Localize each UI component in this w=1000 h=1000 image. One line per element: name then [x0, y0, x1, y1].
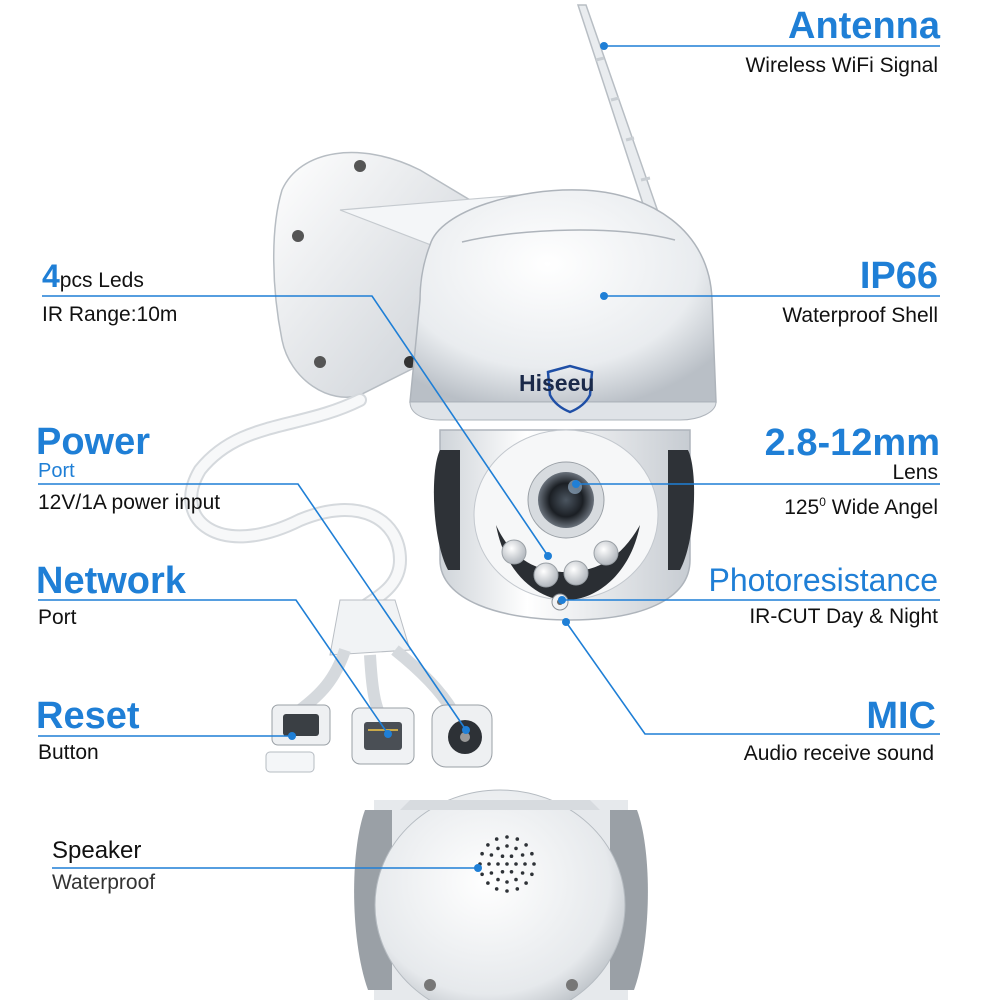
speaker-hole: [530, 851, 534, 856]
speaker-hole: [505, 844, 509, 848]
speaker-hole: [509, 870, 514, 874]
photoresistance-subtitle: IR-CUT Day & Night: [749, 605, 938, 628]
ir-leds: [501, 539, 619, 588]
speaker-hole: [500, 854, 505, 858]
reset-button-connector: [265, 704, 331, 773]
speaker-hole: [480, 872, 484, 877]
speaker-hole: [489, 871, 494, 875]
speaker-hole: [486, 843, 490, 847]
speaker-hole: [515, 887, 520, 891]
brand-name: Hiseeu: [519, 370, 595, 396]
power-port-connector: [431, 704, 493, 768]
antenna-title: Antenna: [788, 5, 940, 47]
speaker-hole: [505, 880, 509, 884]
callout-dots: [288, 42, 608, 872]
lens-icon: [527, 461, 605, 539]
photoresistance-title: Photoresistance: [708, 562, 938, 598]
mic-subtitle: Audio receive sound: [743, 742, 934, 765]
power-port-label: Port: [38, 460, 75, 482]
speaker-hole: [480, 851, 484, 856]
leds-callout: [42, 295, 549, 557]
speaker-hole: [509, 854, 514, 858]
speaker-hole: [514, 877, 518, 882]
power-cable: [184, 393, 408, 617]
mic-callout: [565, 621, 940, 735]
speaker-hole: [494, 837, 499, 841]
camera-bottom-view: [354, 789, 648, 1000]
ip66-subtitle: Waterproof Shell: [782, 304, 938, 327]
network-subtitle: Port: [38, 606, 77, 629]
speaker-hole: [496, 877, 500, 882]
lens-subtitle: Lens: [892, 461, 938, 484]
power-callout: [38, 483, 467, 731]
speaker-hole: [532, 862, 536, 866]
ip66-title: IP66: [859, 255, 938, 297]
speaker-hole: [514, 846, 518, 851]
leds-count: 4: [42, 258, 60, 294]
speaker-hole: [494, 887, 499, 891]
speaker-hole: [524, 843, 528, 847]
speaker-hole: [515, 837, 520, 841]
network-title: Network: [36, 560, 186, 602]
speaker-hole: [500, 870, 505, 874]
lens-angle-value: 125: [784, 496, 820, 519]
reset-title: Reset: [36, 695, 140, 737]
speaker-hole: [520, 871, 525, 875]
mic-title: MIC: [866, 695, 936, 737]
speaker-grille-icon: [478, 835, 536, 893]
speaker-hole: [514, 862, 518, 866]
speaker-subtitle: Waterproof: [52, 871, 156, 894]
brand-logo: [546, 364, 594, 414]
lens-title: 2.8-12mm: [764, 422, 940, 464]
leds-subtitle: IR Range:10m: [42, 303, 178, 326]
cable-splitter: [296, 599, 458, 718]
power-subtitle: 12V/1A power input: [38, 491, 221, 514]
lens-angle: 1250 Wide Angel: [784, 490, 938, 520]
lens-angle-text: Wide Angel: [825, 496, 938, 519]
callout-lines: [38, 45, 940, 869]
power-title: Power: [36, 421, 151, 463]
antenna-subtitle: Wireless WiFi Signal: [745, 54, 938, 77]
lens-angle-degree: 0: [819, 495, 826, 509]
leds-heading: 4pcs Leds: [42, 258, 144, 295]
speaker-hole: [489, 853, 494, 857]
network-port-connector: [351, 707, 415, 765]
speaker-hole: [505, 835, 509, 839]
speaker-hole: [524, 881, 528, 885]
camera-dome: [409, 189, 717, 421]
speaker-hole: [487, 862, 491, 866]
speaker-hole: [486, 881, 490, 885]
leds-title: pcs Leds: [59, 269, 144, 292]
speaker-hole: [530, 872, 534, 877]
speaker-hole: [496, 862, 500, 866]
speaker-hole: [505, 862, 509, 866]
reset-subtitle: Button: [38, 741, 99, 764]
speaker-hole: [496, 846, 500, 851]
network-callout: [38, 599, 389, 735]
speaker-hole: [523, 862, 527, 866]
speaker-hole: [520, 853, 525, 857]
speaker-hole: [505, 889, 509, 893]
speaker-title: Speaker: [52, 837, 142, 864]
